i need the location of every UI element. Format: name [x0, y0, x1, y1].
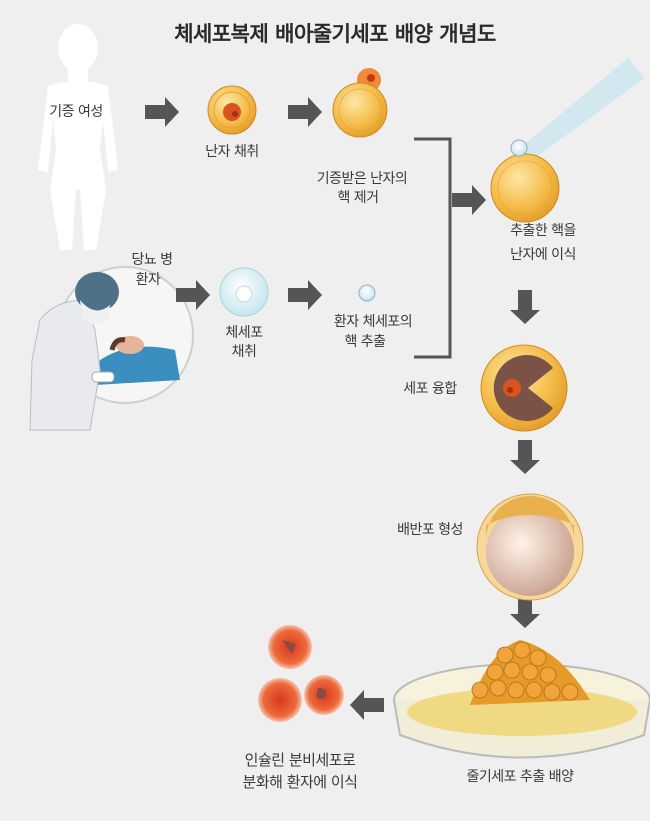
- blastocyst-icon: [476, 493, 584, 601]
- doctor-and-patient-illustration: [29, 266, 194, 431]
- label-stem-cell-culture: 줄기세포 추출 배양: [466, 769, 574, 785]
- egg-cell-icon: [207, 85, 257, 135]
- egg-with-transferred-nucleus-icon: [490, 139, 560, 223]
- label-patient-1: 당뇨 병: [131, 252, 173, 268]
- label-enucleation-2: 핵 제거: [337, 190, 379, 206]
- left-arrow-icon: [350, 690, 384, 720]
- label-patient-2: 환자: [135, 272, 161, 288]
- somatic-cell-icon: [219, 267, 269, 317]
- arrow-icon: [452, 185, 486, 215]
- label-cell-fusion: 세포 융합: [403, 381, 457, 397]
- label-donor-woman: 기증 여성: [49, 104, 103, 120]
- label-somatic-collection-1: 체세포: [225, 325, 263, 341]
- enucleated-egg-icon: [332, 68, 388, 138]
- page-title: 체세포복제 배아줄기세포 배양 개념도: [174, 22, 496, 46]
- label-nucleus-extraction-1: 환자 체세포의: [333, 314, 413, 330]
- label-nucleus-transfer-1: 추출한 핵을: [510, 223, 576, 239]
- down-arrow-icon: [510, 594, 540, 628]
- label-enucleation-1: 기증받은 난자의: [316, 171, 408, 187]
- donor-woman-silhouette: [38, 24, 118, 250]
- extracted-nucleus-icon: [358, 284, 376, 302]
- label-differentiation-2: 분화해 환자에 이식: [242, 773, 358, 791]
- micropipette-icon: [520, 58, 645, 160]
- down-arrow-icon: [510, 290, 540, 324]
- label-blastocyst: 배반포 형성: [397, 522, 463, 538]
- fused-cell-icon: [480, 344, 568, 432]
- petri-dish-icon: [393, 640, 650, 759]
- arrow-icon: [288, 280, 322, 310]
- label-egg-collection: 난자 채취: [205, 144, 259, 160]
- label-nucleus-transfer-2: 난자에 이식: [510, 247, 576, 263]
- merge-bracket: [414, 137, 452, 359]
- label-nucleus-extraction-2: 핵 추출: [344, 334, 386, 350]
- arrow-icon: [145, 97, 179, 127]
- arrow-icon: [288, 97, 322, 127]
- down-arrow-icon: [510, 440, 540, 474]
- arrow-icon: [176, 280, 210, 310]
- label-somatic-collection-2: 채취: [231, 344, 257, 360]
- label-differentiation-1: 인슐린 분비세포로: [244, 751, 356, 769]
- insulin-secreting-cells-icon: [258, 625, 344, 722]
